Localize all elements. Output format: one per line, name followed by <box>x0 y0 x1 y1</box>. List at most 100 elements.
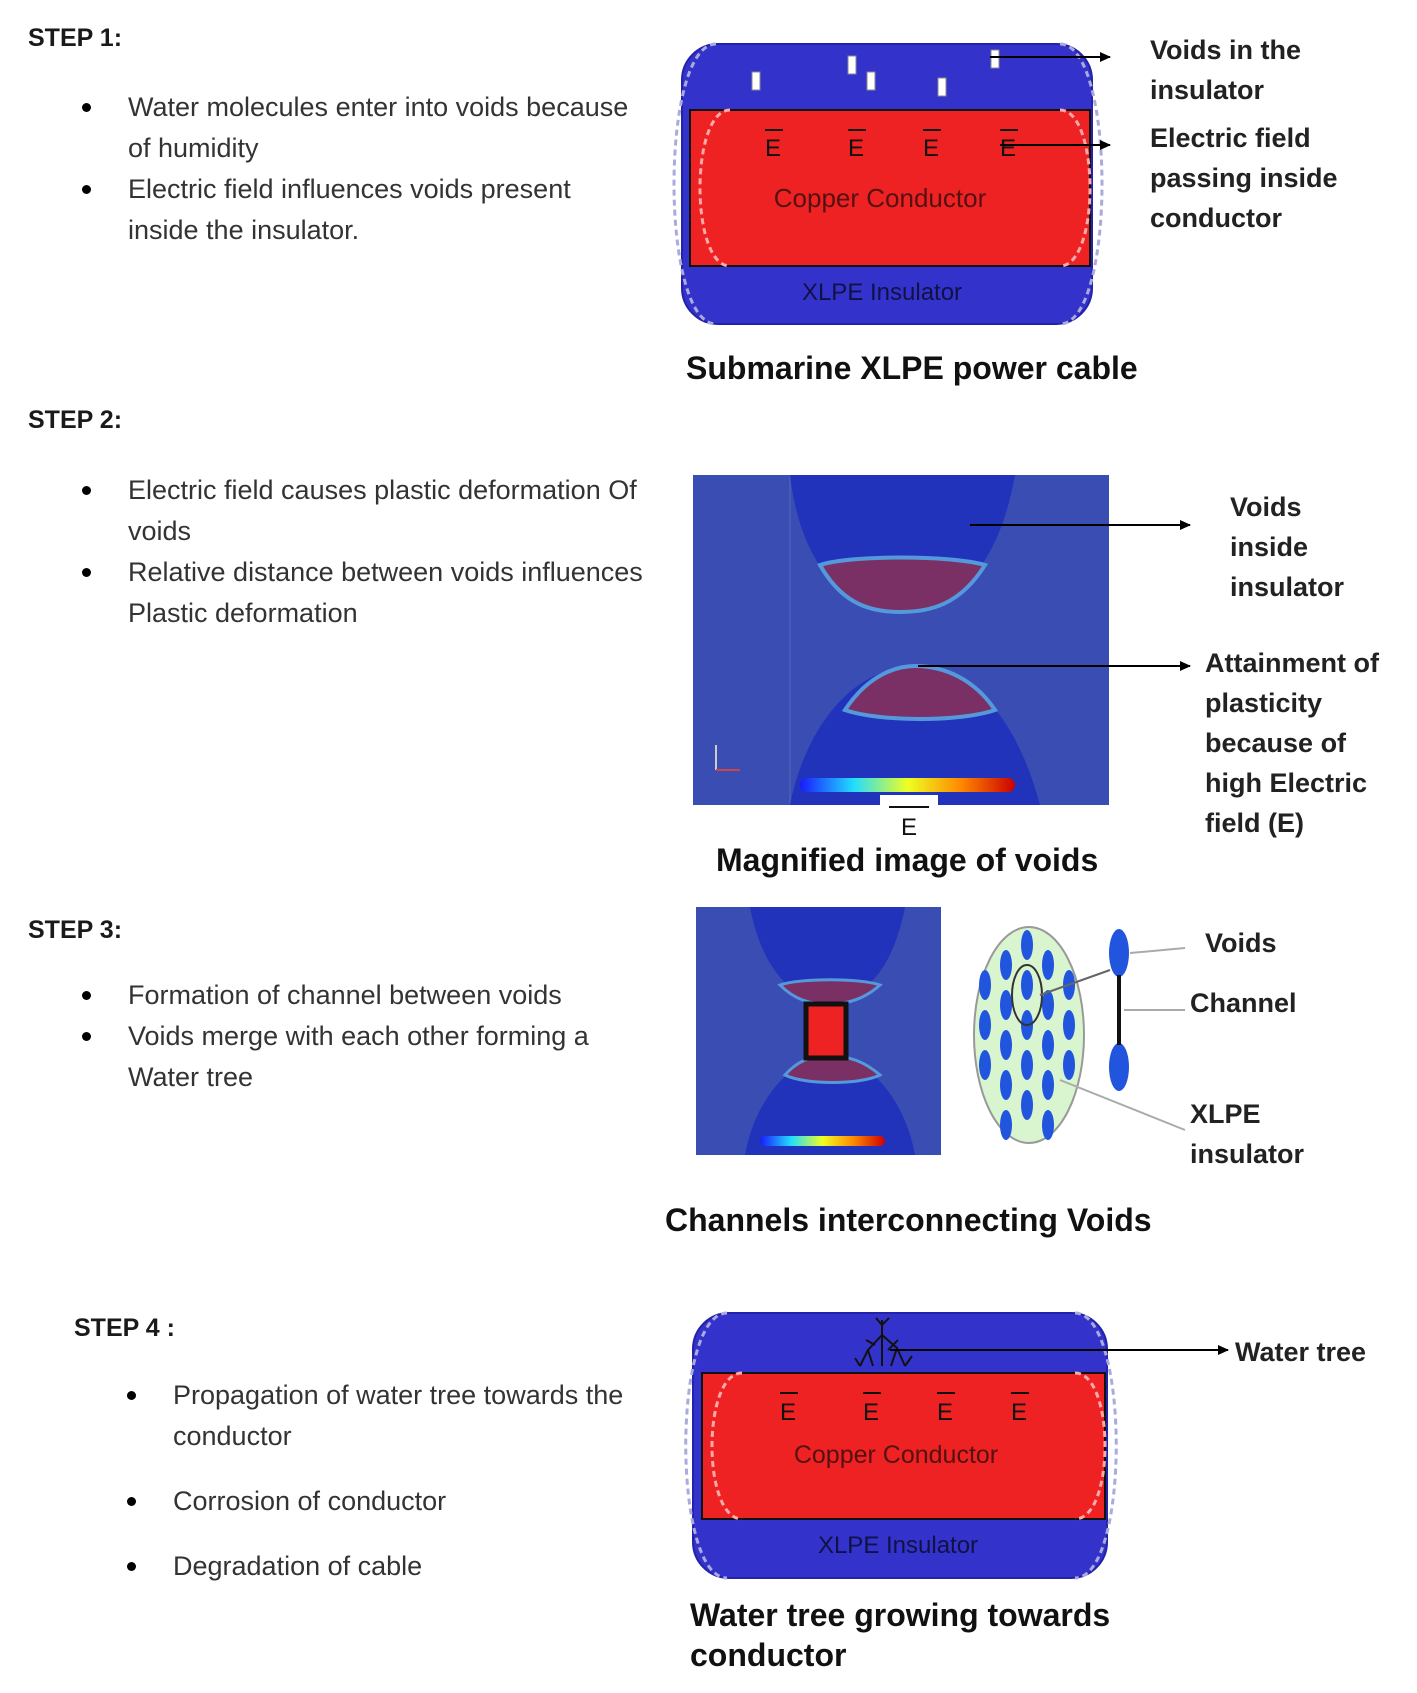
bullet-dot <box>127 1562 136 1571</box>
void-ellipse <box>1000 990 1012 1020</box>
zoom-line <box>1039 969 1111 996</box>
magnified-voids-image: E <box>693 475 1191 841</box>
step1-bullet: Electric field influences voids present … <box>82 169 648 251</box>
upper-void-lobe <box>750 907 905 1002</box>
lower-void-deformed-tip <box>841 663 999 721</box>
void-3 <box>866 71 876 91</box>
void-ellipse <box>979 1050 991 1080</box>
leader-voids <box>1129 947 1186 954</box>
insulator-right-end-4 <box>1074 1311 1118 1580</box>
void-ellipse <box>1000 950 1012 980</box>
bullet-dot <box>82 568 91 577</box>
step3-bullet: Voids merge with each other forming a Wa… <box>82 1016 648 1098</box>
conductor-right-end-1 <box>1059 108 1092 268</box>
water-tree <box>854 1317 913 1367</box>
insulator-label-1: XLPE Insulator <box>802 279 962 306</box>
void-ellipse <box>979 1010 991 1040</box>
void-1 <box>751 71 761 91</box>
copper-conductor-1 <box>689 109 1091 267</box>
insulator-label-4: XLPE Insulator <box>818 1532 978 1559</box>
void-ellipse <box>1042 1030 1054 1060</box>
insulator-left-end-1 <box>672 42 717 326</box>
step3-bullet: Formation of channel between voids <box>82 975 648 1016</box>
void-ellipse <box>1021 970 1033 1000</box>
step2-bullet: Relative distance between voids influenc… <box>82 552 668 634</box>
label-water-tree: Water tree <box>1235 1337 1367 1367</box>
void-sample-lower <box>1109 1043 1129 1091</box>
channel-rect <box>803 1001 849 1061</box>
conductor-right-end-4 <box>1074 1371 1107 1521</box>
void-5 <box>990 49 1000 69</box>
step3-bullet-list: Formation of channel between voids Voids… <box>82 975 648 1098</box>
conductor-label-1: Copper Conductor <box>774 183 987 213</box>
cable-4: E E E E Copper Conductor XLPE Insulator <box>684 1311 1229 1580</box>
void-ellipse <box>1042 950 1054 980</box>
cable-1: E E E E Copper Conductor XLPE Insulator <box>672 42 1111 326</box>
bullet-dot <box>82 185 91 194</box>
e-symbol: E <box>937 1399 953 1426</box>
label-channel: Channel <box>1190 988 1297 1018</box>
e-symbol: E <box>1000 135 1016 162</box>
void-grid <box>979 930 1075 1140</box>
bullet-dot <box>127 1497 136 1506</box>
label-voids: Voids <box>1205 928 1277 958</box>
step2-bullet: Electric field causes plastic deformatio… <box>82 470 668 552</box>
step1-bullet-list: Water molecules enter into voids because… <box>82 87 648 251</box>
void-ellipse <box>1042 1110 1054 1140</box>
upper-void-deformed-tip <box>817 555 989 615</box>
bullet-dot <box>127 1391 136 1400</box>
step4-bullet-list: Propagation of water tree towards the co… <box>127 1375 653 1587</box>
e-symbol: E <box>863 1399 879 1426</box>
void-ellipse <box>1000 1110 1012 1140</box>
void-sample-upper <box>1109 929 1129 977</box>
copper-conductor-4 <box>701 1372 1106 1520</box>
step1-heading: STEP 1: <box>28 24 123 52</box>
color-scale-bar <box>760 1136 885 1146</box>
label-voids-inside-insulator: Voids inside insulator <box>1230 492 1345 602</box>
color-scale-bar <box>800 778 1015 792</box>
e-symbol: E <box>901 814 917 841</box>
bullet-dot <box>82 1032 91 1041</box>
caption-step2: Magnified image of voids <box>716 842 1099 878</box>
void-2 <box>847 55 857 75</box>
step4-heading: STEP 4 : <box>74 1314 175 1342</box>
bullet-dot <box>82 103 91 112</box>
void-ellipse <box>1000 1030 1012 1060</box>
channel-image <box>696 907 941 1155</box>
e-field-symbols-1: E E E E <box>765 129 1018 162</box>
e-symbol: E <box>780 1399 796 1426</box>
conductor-label-4: Copper Conductor <box>794 1441 998 1469</box>
leader-xlpe <box>1059 1079 1186 1131</box>
upper-void-tip <box>777 978 883 1006</box>
e-symbol: E <box>923 135 939 162</box>
step3-heading: STEP 3: <box>28 916 123 944</box>
step4-bullet: Propagation of water tree towards the co… <box>127 1375 653 1457</box>
e-field-symbols-4: E E E E <box>780 1392 1029 1426</box>
insulator-left-end-4 <box>684 1311 728 1580</box>
void-ellipse <box>979 970 991 1000</box>
void-ellipse <box>1021 930 1033 960</box>
caption-step3: Channels interconnecting Voids <box>665 1202 1152 1238</box>
bullet-dot <box>82 991 91 1000</box>
void-ellipse <box>1021 1090 1033 1120</box>
step1-bullet: Water molecules enter into voids because… <box>82 87 648 169</box>
caption-step4: Water tree growing towards conductor <box>690 1597 1111 1673</box>
void-ellipse <box>1042 1070 1054 1100</box>
lower-void-lobe <box>745 1056 915 1155</box>
label-electric-field: Electric field passing inside conductor <box>1150 123 1338 233</box>
label-xlpe-insulator: XLPE insulator <box>1190 1099 1305 1169</box>
conductor-left-end-4 <box>710 1371 743 1521</box>
e-symbol: E <box>1011 1399 1027 1426</box>
bullet-dot <box>82 486 91 495</box>
void-ellipse <box>1063 1010 1075 1040</box>
void-ellipse <box>1021 1050 1033 1080</box>
step4-bullet: Corrosion of conductor <box>127 1481 653 1522</box>
conductor-left-end-1 <box>698 108 731 268</box>
void-4 <box>937 77 947 97</box>
void-ellipse <box>1042 990 1054 1020</box>
e-symbol-box <box>880 795 938 825</box>
step2-bullet-list: Electric field causes plastic deformatio… <box>82 470 668 634</box>
void-markers-1 <box>751 49 1000 97</box>
label-voids-in-insulator: Voids in the insulator <box>1150 35 1302 105</box>
